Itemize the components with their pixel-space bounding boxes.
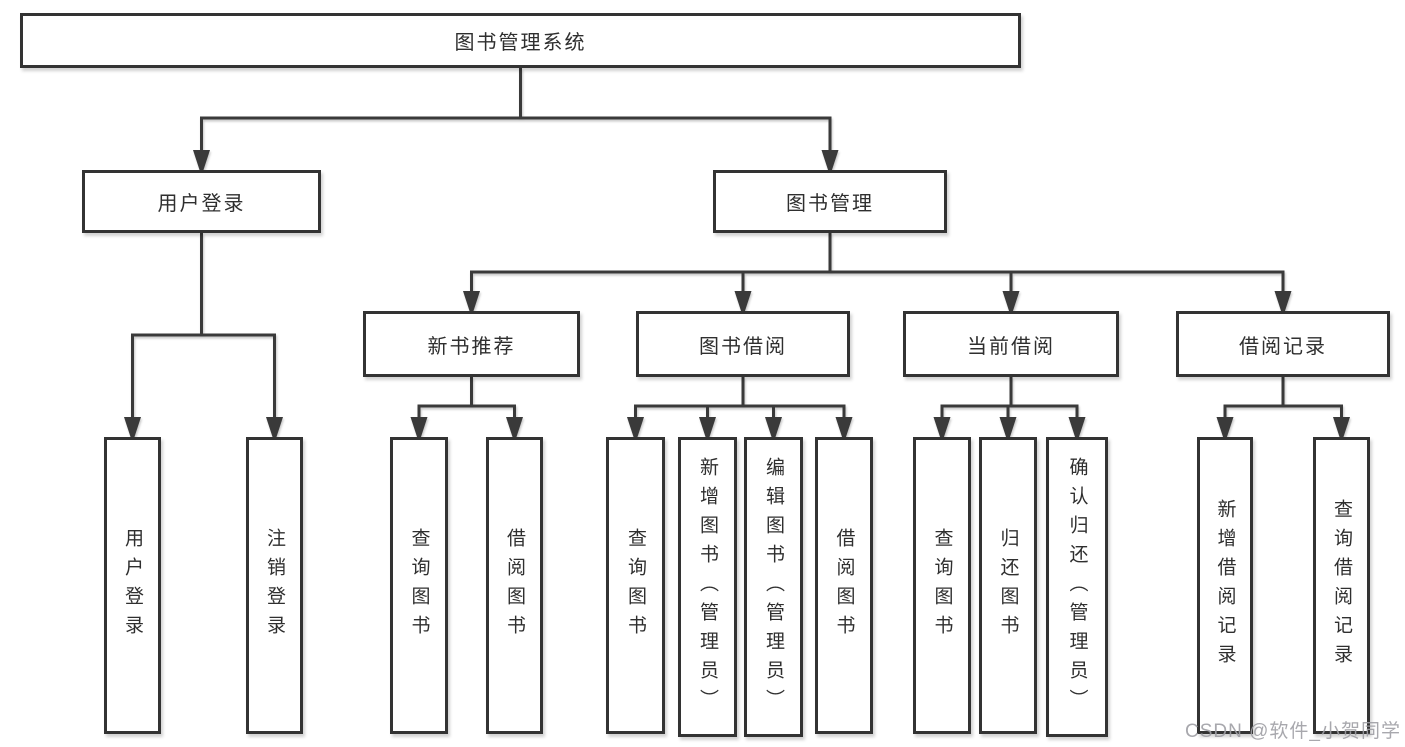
arrowhead xyxy=(835,417,853,443)
leaf-query-books-borrow-label: 查询图书 xyxy=(625,527,646,644)
arrowhead xyxy=(266,417,283,443)
leaf-query-books-borrow: 查询图书 xyxy=(606,437,665,734)
node-user-login: 用户登录 xyxy=(82,170,321,233)
arrowhead xyxy=(124,417,141,443)
connector xyxy=(200,116,832,152)
arrowhead xyxy=(821,150,839,176)
node-book-management: 图书管理 xyxy=(713,170,947,233)
node-new-book-recommend: 新书推荐 xyxy=(363,311,580,377)
leaf-query-borrow-record-label: 查询借阅记录 xyxy=(1331,498,1352,673)
node-root: 图书管理系统 xyxy=(20,13,1021,68)
leaf-logout: 注销登录 xyxy=(246,437,303,734)
leaf-query-books-current: 查询图书 xyxy=(913,437,971,734)
leaf-edit-books-admin-label: 编辑图书（管理员） xyxy=(763,456,784,718)
arrowhead xyxy=(463,291,480,317)
leaf-borrow-books-borrow-label: 借阅图书 xyxy=(833,527,855,644)
leaf-borrow-books-recommend-label: 借阅图书 xyxy=(504,527,525,644)
leaf-query-books-current-label: 查询图书 xyxy=(931,527,953,644)
arrowhead xyxy=(999,417,1017,443)
node-borrow-records-label: 借阅记录 xyxy=(1239,335,1327,358)
leaf-confirm-return-admin: 确认归还（管理员） xyxy=(1046,437,1108,737)
leaf-add-books-admin: 新增图书（管理员） xyxy=(678,437,737,737)
node-borrow-records: 借阅记录 xyxy=(1176,311,1390,377)
leaf-add-books-admin-label: 新增图书（管理员） xyxy=(697,456,718,718)
leaf-confirm-return-admin-label: 确认归还（管理员） xyxy=(1066,456,1088,718)
arrowhead xyxy=(506,417,523,443)
arrowhead xyxy=(1216,417,1234,443)
arrowhead xyxy=(410,417,428,443)
arrowhead xyxy=(627,417,644,443)
connector xyxy=(634,404,846,419)
leaf-user-login-label: 用户登录 xyxy=(122,527,143,644)
connector xyxy=(470,270,1285,293)
arrowhead xyxy=(933,417,951,443)
arrowhead xyxy=(1002,291,1020,317)
node-book-borrow: 图书借阅 xyxy=(636,311,850,377)
leaf-user-login: 用户登录 xyxy=(104,437,161,734)
node-root-label: 图书管理系统 xyxy=(454,32,587,54)
node-current-borrow: 当前借阅 xyxy=(903,311,1119,377)
leaf-query-books-recommend-label: 查询图书 xyxy=(408,527,430,644)
node-book-management-label: 图书管理 xyxy=(786,193,874,215)
node-current-borrow-label: 当前借阅 xyxy=(967,335,1055,358)
connector xyxy=(417,404,516,419)
leaf-query-books-recommend: 查询图书 xyxy=(390,437,448,734)
arrowhead xyxy=(1333,417,1350,443)
node-book-borrow-label: 图书借阅 xyxy=(699,335,787,358)
leaf-return-books-label: 归还图书 xyxy=(997,527,1019,644)
leaf-query-borrow-record: 查询借阅记录 xyxy=(1313,437,1370,734)
watermark-text: CSDN @软件_小贺同学 xyxy=(1185,721,1401,742)
node-user-login-label: 用户登录 xyxy=(157,193,246,215)
leaf-borrow-books-borrow: 借阅图书 xyxy=(815,437,873,734)
arrowhead xyxy=(1068,417,1086,443)
arrowhead xyxy=(734,291,752,317)
arrowhead xyxy=(699,417,716,443)
leaf-logout-label: 注销登录 xyxy=(264,527,285,644)
node-new-book-recommend-label: 新书推荐 xyxy=(427,335,516,358)
connector-arrowheads xyxy=(124,150,1350,443)
connector xyxy=(131,333,276,419)
arrowhead xyxy=(1274,291,1292,317)
leaf-return-books: 归还图书 xyxy=(979,437,1037,734)
connector-shafts xyxy=(131,68,1343,419)
arrowhead xyxy=(765,417,782,443)
leaf-edit-books-admin: 编辑图书（管理员） xyxy=(744,437,803,737)
leaf-add-borrow-record: 新增借阅记录 xyxy=(1197,437,1253,734)
leaf-borrow-books-recommend: 借阅图书 xyxy=(486,437,543,734)
leaf-add-borrow-record-label: 新增借阅记录 xyxy=(1214,498,1236,673)
connector xyxy=(1223,404,1343,419)
arrowhead xyxy=(193,150,210,176)
